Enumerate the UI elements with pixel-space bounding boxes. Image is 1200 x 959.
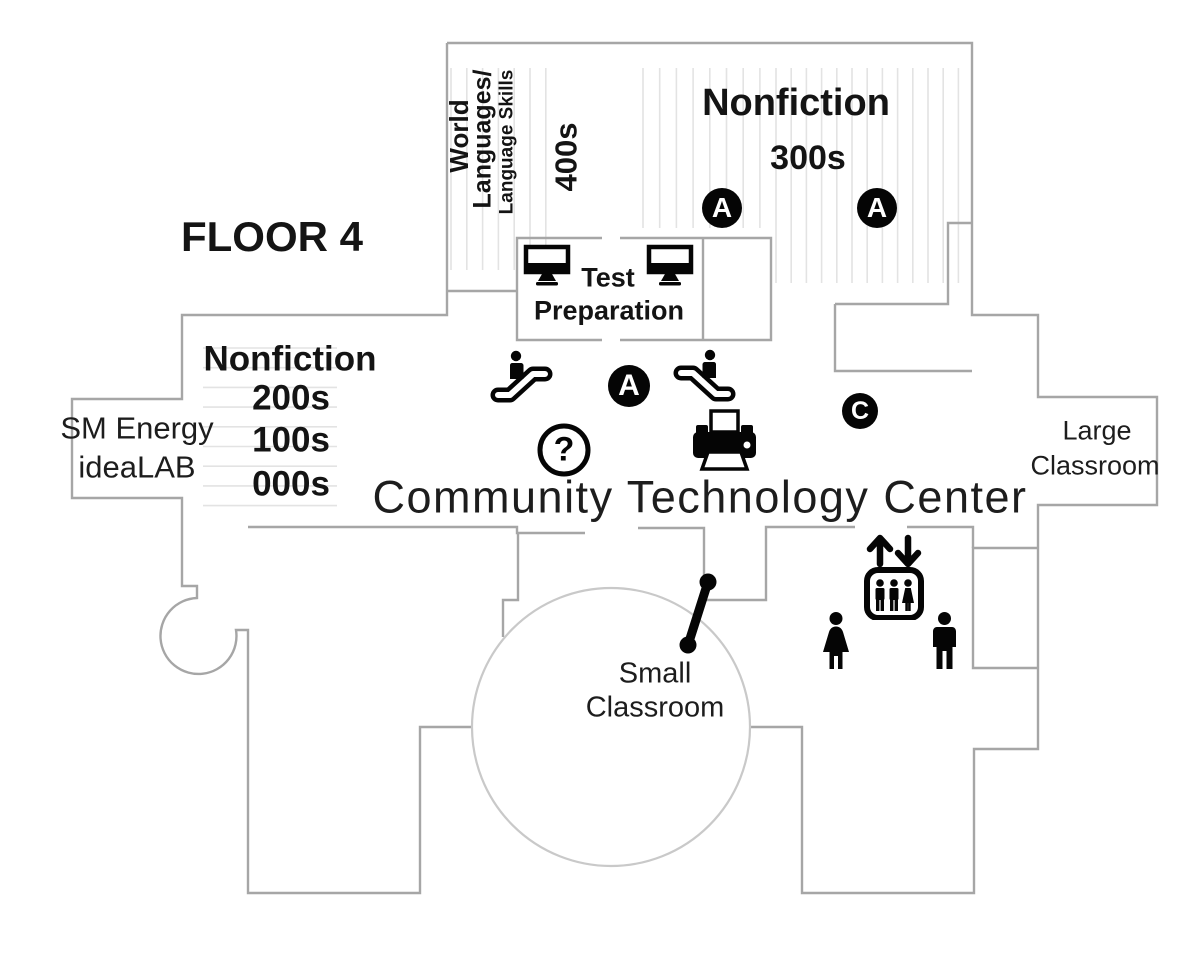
world-languages-label-line3: Language Skills [496, 69, 518, 215]
printer-icon [693, 409, 756, 471]
computer-icon [523, 244, 571, 286]
world-languages-label-line2: Languages/ [468, 69, 497, 209]
escalator-up-icon [490, 350, 553, 403]
small-classroom-circle [470, 586, 752, 868]
nonfiction-north-dewey: 300s [770, 139, 846, 177]
test-preparation-label-line1: Test [581, 262, 635, 293]
floor-title: FLOOR 4 [180, 213, 364, 260]
marker-a-icon: A [857, 188, 897, 228]
marker-c-icon: C [842, 393, 878, 429]
marker-a-icon: A [608, 365, 650, 407]
door-indicator [679, 573, 717, 654]
small-classroom-label-line2: Classroom [585, 691, 725, 724]
wall-restroom-block [971, 546, 1037, 670]
wall-outline-west [70, 43, 472, 895]
escalator-down-icon [673, 349, 736, 402]
community-technology-center-label: Community Technology Center [372, 471, 1028, 523]
nonfiction-west-dewey-000s: 000s [252, 464, 330, 504]
large-classroom-label-line1: Large [1062, 415, 1132, 446]
wall-outline-east [447, 41, 1159, 895]
wall-corridor-niche [638, 525, 855, 602]
wall-center-room-edge [501, 533, 520, 637]
wall-corridor-south-east [907, 525, 975, 548]
wall-northeast-room [833, 221, 972, 373]
marker-a-icon: A [702, 188, 742, 228]
shelving-lines-horizontal [203, 347, 337, 507]
computer-icon [646, 244, 694, 286]
mens-restroom-icon [933, 612, 956, 669]
help-icon: ? [537, 423, 591, 477]
nonfiction-west-dewey-200s: 200s [252, 378, 330, 418]
nonfiction-north-label: Nonfiction [702, 82, 890, 124]
test-preparation-label-line2: Preparation [533, 295, 685, 326]
large-classroom-label-line2: Classroom [1030, 450, 1160, 481]
small-classroom-label-line1: Small [618, 657, 692, 690]
nonfiction-west-dewey-100s: 100s [252, 420, 330, 460]
world-languages-dewey: 400s [548, 122, 584, 192]
shelving-lines-vertical [450, 68, 960, 283]
nonfiction-west-label: Nonfiction [203, 339, 377, 379]
womens-restroom-icon [823, 612, 849, 669]
sm-energy-idealab-label-line1: SM Energy [60, 410, 214, 446]
elevator-icon [864, 534, 924, 620]
sm-energy-idealab-label-line2: ideaLAB [78, 449, 196, 485]
wall-corridor-south-west [248, 525, 585, 535]
wall-test-prep-rooms [515, 236, 773, 342]
